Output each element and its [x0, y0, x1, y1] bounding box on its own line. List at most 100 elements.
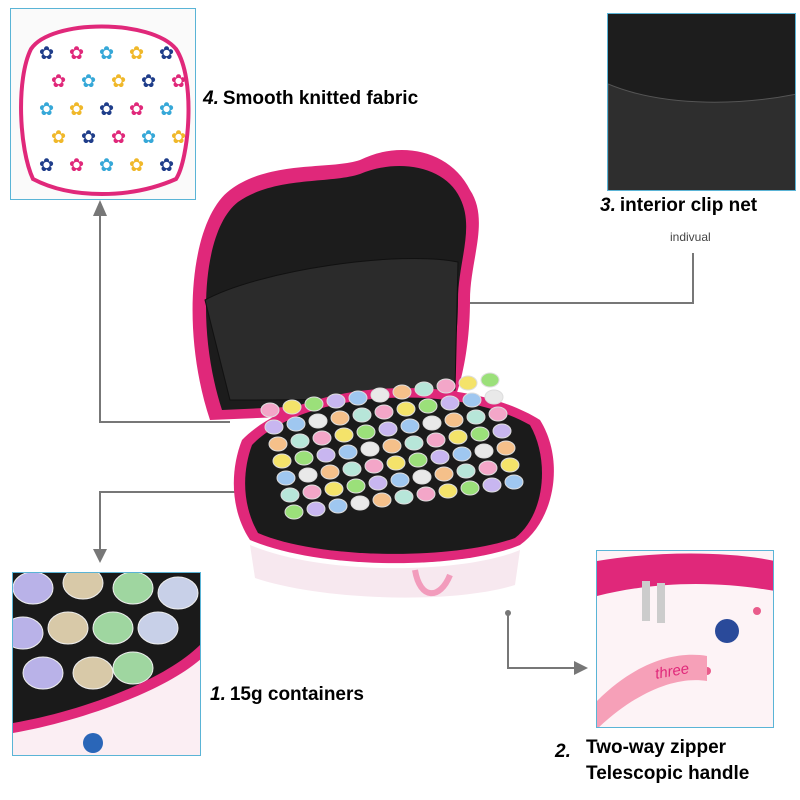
flower-icon: ✿ [99, 155, 114, 175]
feature-label-containers: 1.15g containers [210, 684, 364, 706]
glitter-jar [372, 492, 392, 508]
glitter-jar [294, 450, 314, 466]
flower-icon: ✿ [81, 127, 96, 147]
flower-icon: ✿ [69, 155, 84, 175]
feature-label-clip-net: 3.interior clip net [600, 195, 757, 217]
flower-icon: ✿ [69, 43, 84, 63]
glitter-jar [422, 415, 442, 431]
glitter-jar [408, 452, 428, 468]
glitter-jar [386, 455, 406, 471]
glitter-jar [346, 478, 366, 494]
glitter-jar [260, 402, 280, 418]
flower-icon: ✿ [51, 127, 66, 147]
feature-number: 4. [203, 88, 219, 109]
glitter-jar [378, 421, 398, 437]
glitter-jar [276, 470, 296, 486]
glitter-jar [478, 460, 498, 476]
feature-text: Two-way zipper [586, 737, 727, 758]
flower-icon: ✿ [99, 99, 114, 119]
glitter-jar [268, 436, 288, 452]
glitter-jar [462, 392, 482, 408]
glitter-jar [364, 458, 384, 474]
glitter-jar [414, 381, 434, 397]
glitter-jar [282, 399, 302, 415]
glitter-jar [434, 466, 454, 482]
feature-text-2: Telescopic handle [586, 763, 750, 784]
glitter-jar [400, 418, 420, 434]
flower-icon: ✿ [111, 71, 126, 91]
containers-detail-image [12, 572, 201, 756]
glitter-jar [444, 412, 464, 428]
flower-icon: ✿ [81, 71, 96, 91]
glitter-jar [466, 409, 486, 425]
flower-icon: ✿ [39, 43, 54, 63]
glitter-jar [504, 474, 524, 490]
glitter-jar [438, 483, 458, 499]
flower-icon: ✿ [159, 43, 174, 63]
feature-text: interior clip net [619, 195, 758, 216]
glitter-jar [298, 467, 318, 483]
glitter-jar [370, 387, 390, 403]
feature-text: 15g containers [229, 684, 364, 705]
glitter-jar [330, 410, 350, 426]
glitter-jar [426, 432, 446, 448]
glitter-jar [458, 375, 478, 391]
flower-icon: ✿ [129, 99, 144, 119]
glitter-jar [430, 449, 450, 465]
glitter-jar [368, 475, 388, 491]
glitter-jar [418, 398, 438, 414]
glitter-jar [374, 404, 394, 420]
glitter-jar [272, 453, 292, 469]
glitter-jar [394, 489, 414, 505]
glitter-jar [312, 430, 332, 446]
flower-icon: ✿ [69, 99, 84, 119]
glitter-jar [350, 495, 370, 511]
glitter-jar [452, 446, 472, 462]
flower-icon: ✿ [39, 155, 54, 175]
glitter-jar [264, 419, 284, 435]
glitter-jar [112, 573, 154, 605]
glitter-jar [280, 487, 300, 503]
feature-text: Smooth knitted fabric [222, 88, 419, 109]
feature-number: 1. [210, 684, 226, 705]
glitter-jar [382, 438, 402, 454]
glitter-jar [302, 484, 322, 500]
glitter-jar [488, 406, 508, 422]
flower-icon: ✿ [111, 127, 126, 147]
zipper-handle-detail-image: three [596, 550, 774, 728]
glitter-jar [306, 501, 326, 517]
glitter-jar [360, 441, 380, 457]
flower-icon: ✿ [141, 71, 156, 91]
fabric-detail-image: ✿✿✿✿✿✿✿✿✿✿✿✿✿✿✿✿✿✿✿✿✿✿✿✿✿ [10, 8, 196, 200]
glitter-jar [304, 396, 324, 412]
glitter-jar [484, 389, 504, 405]
glitter-jar [286, 416, 306, 432]
flower-icon: ✿ [159, 99, 174, 119]
glitter-jar [500, 457, 520, 473]
glitter-jar [13, 616, 44, 650]
glitter-jar [492, 423, 512, 439]
glitter-jar [356, 424, 376, 440]
glitter-jar [290, 433, 310, 449]
glitter-jar [390, 472, 410, 488]
flower-icon: ✿ [141, 127, 156, 147]
glitter-jar [436, 378, 456, 394]
glitter-jar [470, 426, 490, 442]
flower-icon: ✿ [51, 71, 66, 91]
glitter-jar [324, 481, 344, 497]
glitter-jar [416, 486, 436, 502]
glitter-jar [342, 461, 362, 477]
flower-icon: ✿ [171, 127, 186, 147]
flower-icon: ✿ [39, 99, 54, 119]
glitter-jar [316, 447, 336, 463]
glitter-jar [326, 393, 346, 409]
flower-icon: ✿ [171, 71, 186, 91]
glitter-jar [284, 504, 304, 520]
flower-icon: ✿ [129, 155, 144, 175]
glitter-jar [47, 611, 89, 645]
glitter-jar [308, 413, 328, 429]
glitter-jar [13, 573, 54, 605]
glitter-jar [480, 372, 500, 388]
